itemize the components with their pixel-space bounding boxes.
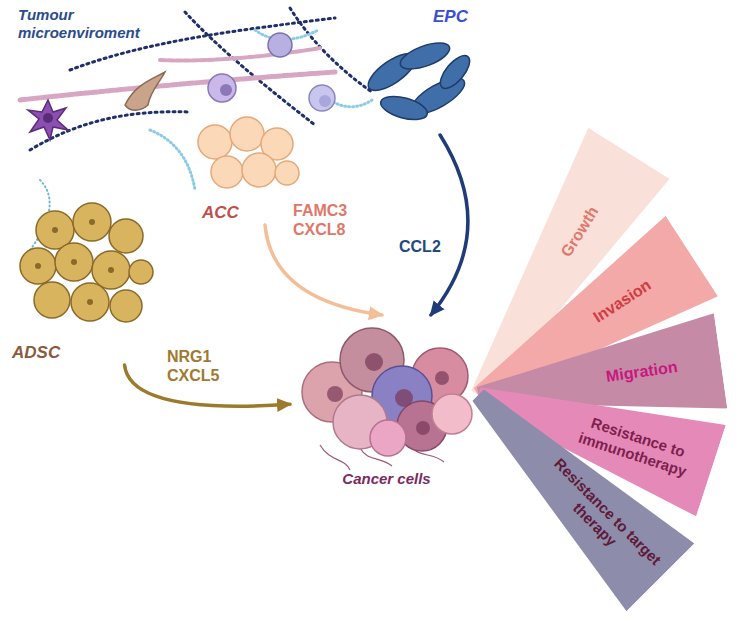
effect-label: Growth xyxy=(557,203,603,261)
acc-cluster: ACC xyxy=(200,120,300,225)
effect-label: Invasion xyxy=(590,276,655,327)
signal-label: CCL2 xyxy=(398,236,452,257)
signal-label: FAMC3 CXCL8 xyxy=(292,200,360,240)
label-stack: ADSC xyxy=(12,343,60,363)
cell-label: EPC xyxy=(433,7,468,27)
label-stack: Cancer cells xyxy=(290,470,483,488)
wedge-fill xyxy=(444,361,694,611)
cell-label: ADSC xyxy=(12,343,60,363)
label-stack: ACC xyxy=(202,203,239,223)
adsc-cluster: ADSC xyxy=(10,200,155,365)
cancer-cluster: Cancer cells xyxy=(290,315,483,490)
cell-label: Cancer cells xyxy=(290,470,483,488)
region-title: Tumour microenviroment xyxy=(18,6,168,42)
effect-label: Migration xyxy=(605,357,679,386)
signal-label: NRG1 CXCL5 xyxy=(166,346,234,386)
label-stack: EPC xyxy=(433,7,468,27)
cell-label: ACC xyxy=(202,203,239,223)
epc-cluster: EPC xyxy=(355,5,470,135)
signal-arrow xyxy=(431,135,468,315)
